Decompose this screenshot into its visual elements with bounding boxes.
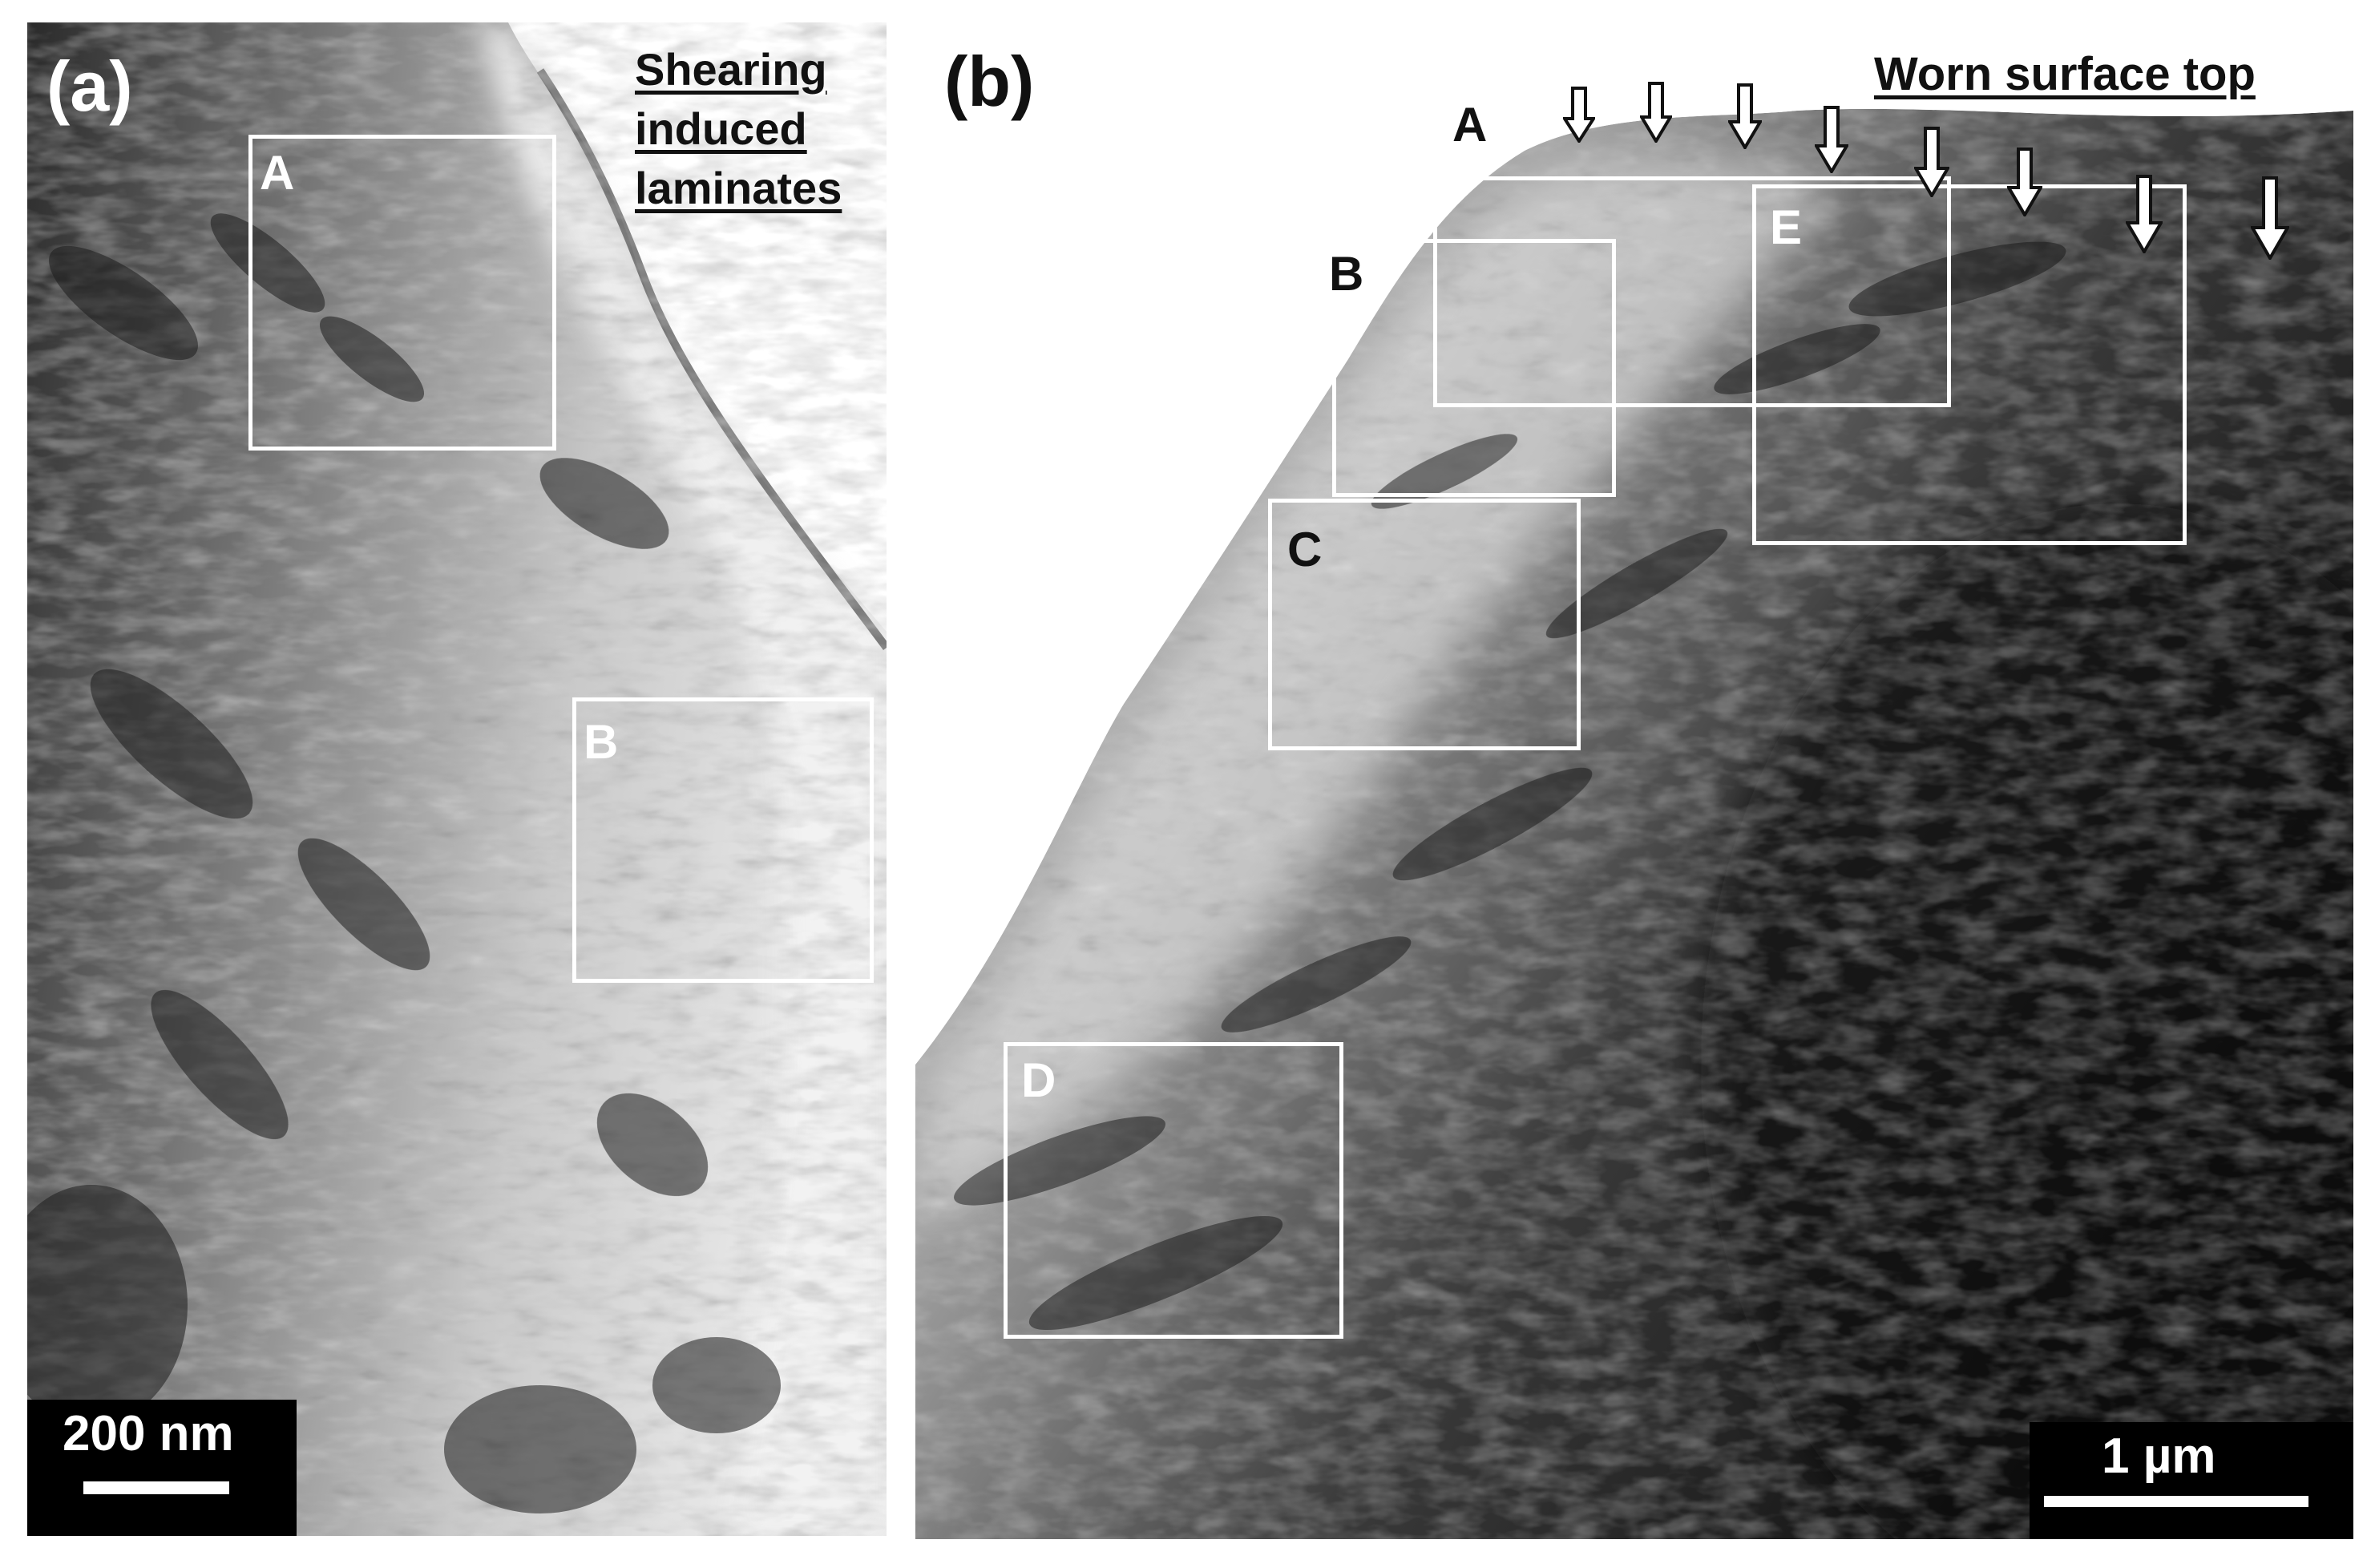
region-label-b: B: [584, 715, 619, 769]
down-arrow-icon: [1815, 106, 1848, 173]
region-box-e: [1752, 184, 2187, 545]
scale-bar: [83, 1481, 229, 1494]
tem-micrograph-b: [915, 22, 2353, 1539]
region-box-c: [1268, 499, 1581, 750]
region-box-b: [572, 697, 874, 983]
region-box-b: [1332, 239, 1616, 497]
region-label-d: D: [1021, 1053, 1056, 1107]
down-arrow-icon: [2126, 175, 2163, 253]
scale-bar-label: 200 nm: [63, 1406, 234, 1461]
panel-a-label: (a): [46, 46, 133, 126]
down-arrow-icon: [1914, 127, 1949, 197]
tem-panel-a: (a) Shearing induced laminates A B 200 n…: [27, 22, 887, 1536]
caption-line: induced: [635, 103, 807, 154]
down-arrow-icon: [1728, 83, 1762, 149]
down-arrow-icon: [1640, 82, 1672, 143]
tem-panel-b: (b) Worn surface top A B C D E 1 µm: [915, 22, 2353, 1539]
region-label-a: A: [260, 146, 295, 200]
down-arrow-icon: [2251, 176, 2289, 260]
region-label-e: E: [1770, 200, 1803, 254]
region-label-b: B: [1329, 247, 1364, 301]
panel-b-caption: Worn surface top: [1874, 48, 2256, 100]
region-box-a: [1433, 176, 1951, 407]
down-arrow-icon: [1563, 87, 1595, 143]
scale-bar: [2044, 1496, 2308, 1507]
down-arrow-icon: [2007, 148, 2042, 216]
caption-line: laminates: [635, 163, 842, 213]
region-box-d: [1004, 1042, 1343, 1339]
panel-b-label: (b): [944, 42, 1035, 121]
scale-bar-label: 1 µm: [2102, 1429, 2216, 1484]
region-box-a: [248, 135, 556, 451]
region-label-a: A: [1452, 98, 1488, 152]
scale-bar-background: [2030, 1422, 2353, 1539]
caption-line: Shearing: [635, 44, 827, 95]
scale-bar-background: [27, 1400, 297, 1536]
region-label-c: C: [1287, 523, 1323, 576]
panel-a-caption: Shearing induced laminates: [635, 40, 842, 218]
tem-micrograph-a: [27, 22, 887, 1536]
